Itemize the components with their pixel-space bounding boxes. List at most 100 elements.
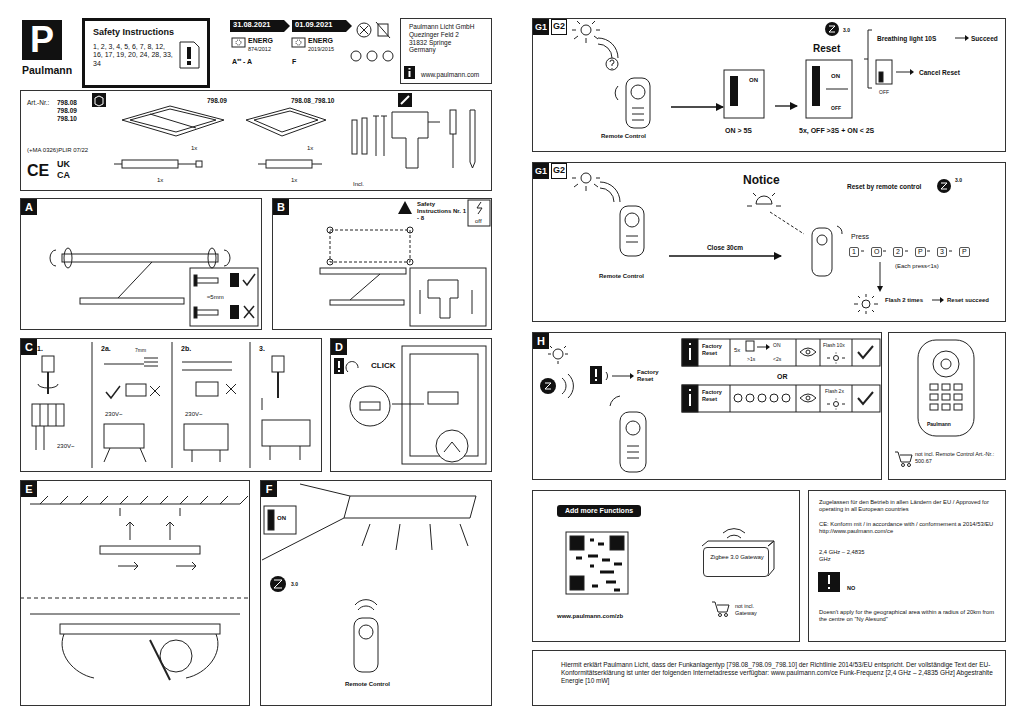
node-text: 5x bbox=[734, 347, 740, 354]
line-art-shape bbox=[468, 200, 490, 226]
line-art-shape bbox=[610, 396, 620, 406]
node-text: G1 bbox=[533, 163, 549, 179]
node-text: Remote Control bbox=[345, 681, 390, 688]
line-art-shape bbox=[630, 373, 634, 379]
line-art-shape bbox=[47, 372, 49, 394]
node-text: Reset succeed bbox=[947, 297, 989, 304]
line-art-shape bbox=[38, 384, 58, 388]
node-text: C bbox=[21, 339, 37, 355]
line-art-shape bbox=[194, 275, 197, 286]
line-art-shape bbox=[64, 248, 72, 268]
line-art-shape bbox=[734, 394, 742, 402]
step-panel: E bbox=[20, 480, 250, 706]
line-art-shape bbox=[570, 576, 584, 590]
node-text: 3 bbox=[937, 247, 947, 257]
node-text: 1, 2, 3, 4, 5, 6, 7, 8, 12, 16, 17, 19, … bbox=[93, 43, 175, 68]
label-text: 2019/2015 bbox=[308, 46, 334, 53]
node-text: Flash 10x bbox=[823, 342, 845, 348]
node-text: 230V~ bbox=[185, 411, 203, 418]
line-art-shape bbox=[942, 404, 950, 410]
line-art-shape bbox=[130, 109, 216, 132]
node-text: 2,4 GHz – 2,4835 GHz bbox=[819, 549, 875, 563]
line-art-shape bbox=[274, 580, 282, 588]
line-art-shape bbox=[908, 464, 911, 467]
line-art-shape bbox=[825, 22, 839, 36]
line-art-shape bbox=[126, 384, 146, 396]
line-art-shape bbox=[719, 614, 722, 617]
line-art-shape bbox=[902, 464, 905, 467]
line-art-shape bbox=[581, 173, 591, 183]
node-text: ON bbox=[773, 342, 781, 348]
line-art-shape bbox=[236, 40, 241, 45]
line-art-shape bbox=[122, 106, 224, 136]
line-art-shape bbox=[120, 508, 180, 516]
node-text: 1x bbox=[157, 177, 163, 184]
node-text: ON bbox=[749, 77, 758, 84]
node-text: <2s bbox=[773, 356, 781, 362]
line-art-shape bbox=[712, 602, 729, 612]
line-art-shape bbox=[954, 384, 962, 390]
line-art-shape bbox=[818, 572, 840, 592]
line-art-shape bbox=[470, 110, 475, 168]
line-art-shape bbox=[194, 307, 197, 318]
node-text: www.paulmann.com/zb bbox=[557, 613, 623, 620]
line-art-shape bbox=[682, 385, 880, 412]
line-art-shape bbox=[858, 346, 873, 358]
line-art-shape bbox=[150, 386, 160, 396]
node-text: Art.-Nr.: bbox=[27, 99, 49, 107]
line-art-shape bbox=[80, 298, 184, 304]
line-art-shape bbox=[566, 532, 628, 594]
node-text: >1s bbox=[747, 356, 755, 362]
node-text: OFF bbox=[831, 105, 841, 111]
node-text: 1x bbox=[191, 145, 197, 152]
node-text: UK CA bbox=[57, 159, 77, 181]
line-art-shape bbox=[409, 68, 411, 77]
line-art-shape bbox=[407, 227, 413, 233]
line-art-shape bbox=[196, 161, 202, 167]
line-art-shape bbox=[572, 21, 600, 43]
line-art-shape bbox=[187, 47, 191, 59]
node-text: CE bbox=[27, 161, 49, 180]
line-art-shape bbox=[420, 290, 472, 314]
line-art-shape bbox=[277, 372, 279, 398]
step-panel: FON3.0Remote Control bbox=[260, 480, 492, 706]
node-text: OR bbox=[777, 373, 788, 381]
node-text: Safety Instructions Nr. 1 - 8 bbox=[417, 201, 467, 223]
line-art-shape bbox=[941, 359, 951, 369]
line-art-shape bbox=[940, 297, 944, 303]
line-art-shape bbox=[376, 22, 390, 38]
line-art bbox=[20, 20, 974, 680]
step-panel: G1G2NoticeReset by remote control3.0Remo… bbox=[532, 162, 1006, 322]
node-text: Remote Control bbox=[601, 133, 646, 140]
node-text: Press bbox=[851, 233, 869, 241]
line-art-shape bbox=[955, 38, 965, 39]
node-text: 3.0 bbox=[291, 581, 298, 587]
line-art-shape bbox=[610, 60, 614, 69]
line-art-shape bbox=[477, 202, 482, 214]
line-art-shape bbox=[196, 382, 218, 396]
edge-label: Close 30cm bbox=[705, 244, 745, 252]
line-art-shape bbox=[266, 160, 312, 168]
line-art-shape bbox=[730, 339, 852, 366]
node-text: Paulmann Licht GmbH Quezinger Feld 2 318… bbox=[409, 23, 477, 54]
line-art-shape bbox=[62, 254, 218, 262]
node-text: Flash 2x bbox=[825, 388, 844, 394]
line-art-shape bbox=[746, 341, 754, 351]
line-art-shape bbox=[930, 394, 938, 400]
line-art-shape bbox=[612, 376, 630, 377]
line-art-shape bbox=[758, 394, 766, 402]
node-text: ON > 5S bbox=[725, 127, 752, 135]
line-art-shape bbox=[327, 227, 333, 233]
line-art-shape bbox=[444, 442, 460, 452]
node-text: 798.08 798.09 798.10 bbox=[57, 99, 83, 122]
date-arrow: 01.09.2021 bbox=[292, 20, 346, 32]
date-arrow: 31.08.2021 bbox=[230, 20, 284, 32]
line-art-shape bbox=[104, 448, 146, 462]
node-text: P bbox=[959, 247, 970, 257]
node-text: NO bbox=[847, 585, 855, 592]
remote-figure: Remote Control bbox=[599, 71, 671, 143]
line-art-shape bbox=[620, 206, 644, 256]
node-text: Add more Functions bbox=[557, 505, 641, 517]
line-art-shape bbox=[92, 342, 250, 468]
